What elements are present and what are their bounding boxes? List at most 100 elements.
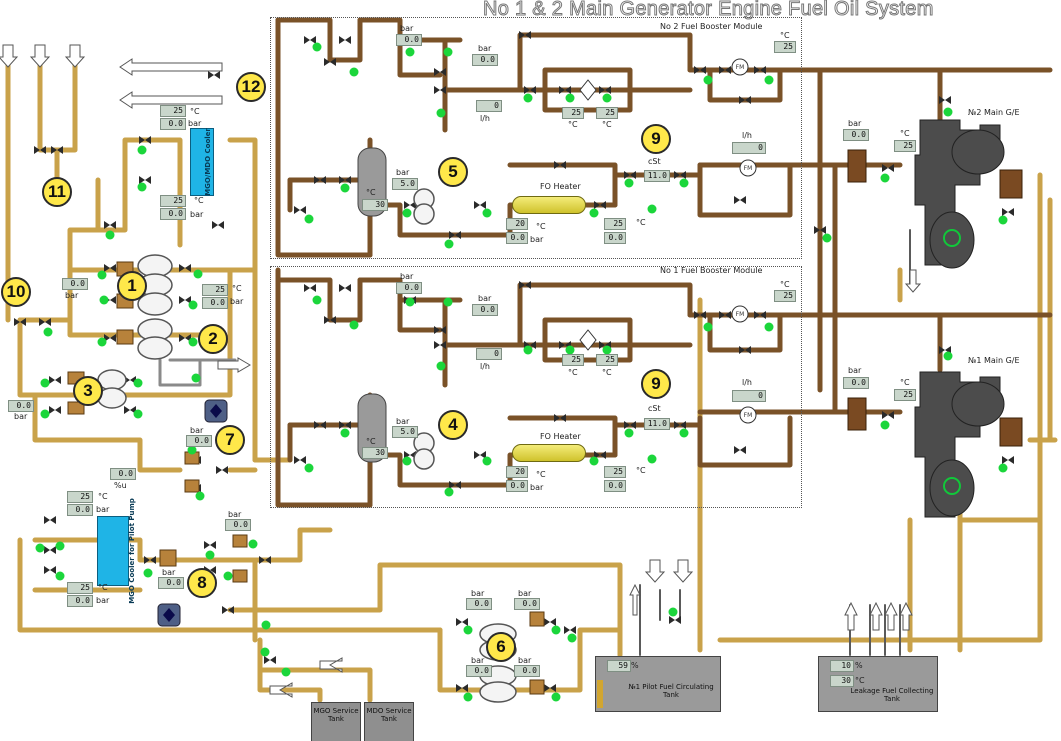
valve-icon[interactable]: [674, 421, 686, 429]
valve-icon[interactable]: [554, 161, 566, 169]
valve-icon[interactable]: [1002, 208, 1014, 216]
valve-icon[interactable]: [314, 421, 326, 429]
valve-icon[interactable]: [559, 86, 571, 94]
valve-icon[interactable]: [14, 318, 26, 326]
valve-icon[interactable]: [564, 626, 576, 634]
valve-icon[interactable]: [49, 376, 61, 384]
valve-icon[interactable]: [324, 58, 336, 66]
valve-icon[interactable]: [754, 311, 766, 319]
valve-icon[interactable]: [544, 684, 556, 692]
valve-icon[interactable]: [434, 341, 446, 349]
valve-icon[interactable]: [208, 71, 220, 79]
status-lamp: [703, 322, 713, 332]
valve-icon[interactable]: [179, 334, 191, 342]
valve-icon[interactable]: [222, 606, 234, 614]
valve-icon[interactable]: [434, 86, 446, 94]
valve-icon[interactable]: [669, 616, 681, 624]
valve-icon[interactable]: [474, 451, 486, 459]
valve-icon[interactable]: [339, 36, 351, 44]
valve-icon[interactable]: [624, 421, 636, 429]
valve-icon[interactable]: [594, 201, 606, 209]
valve-icon[interactable]: [404, 201, 416, 209]
unit-label: °C: [568, 368, 578, 377]
status-lamp: [565, 93, 575, 103]
valve-icon[interactable]: [51, 146, 63, 154]
valve-icon[interactable]: [104, 264, 116, 272]
valve-icon[interactable]: [554, 414, 566, 422]
valve-icon[interactable]: [594, 451, 606, 459]
valve-icon[interactable]: [624, 171, 636, 179]
valve-icon[interactable]: [204, 541, 216, 549]
valve-icon[interactable]: [434, 68, 446, 76]
fo-heater-1[interactable]: [512, 444, 586, 462]
valve-icon[interactable]: [814, 226, 826, 234]
valve-icon[interactable]: [739, 96, 751, 104]
valve-icon[interactable]: [1002, 456, 1014, 464]
mgo-mdo-cooler[interactable]: MGO/MDO Cooler: [190, 128, 214, 196]
valve-icon[interactable]: [139, 176, 151, 184]
valve-icon[interactable]: [599, 86, 611, 94]
valve-icon[interactable]: [124, 406, 136, 414]
valve-icon[interactable]: [434, 326, 446, 334]
unit-label: l/h: [480, 362, 490, 371]
valve-icon[interactable]: [449, 481, 461, 489]
valve-icon[interactable]: [49, 406, 61, 414]
valve-icon[interactable]: [259, 556, 271, 564]
valve-icon[interactable]: [719, 66, 731, 74]
valve-icon[interactable]: [44, 566, 56, 574]
valve-icon[interactable]: [324, 316, 336, 324]
valve-icon[interactable]: [339, 284, 351, 292]
valve-icon[interactable]: [39, 318, 51, 326]
valve-icon[interactable]: [674, 171, 686, 179]
valve-icon[interactable]: [719, 311, 731, 319]
valve-icon[interactable]: [524, 86, 536, 94]
valve-icon[interactable]: [694, 66, 706, 74]
valve-icon[interactable]: [694, 311, 706, 319]
valve-icon[interactable]: [449, 231, 461, 239]
valve-icon[interactable]: [519, 281, 531, 289]
valve-icon[interactable]: [739, 346, 751, 354]
valve-icon[interactable]: [212, 221, 224, 229]
valve-icon[interactable]: [179, 264, 191, 272]
mgo-cooler-pilot-pump[interactable]: MGO Cooler for Pilot Pump: [97, 498, 136, 604]
valve-icon[interactable]: [139, 136, 151, 144]
valve-icon[interactable]: [754, 66, 766, 74]
valve-icon[interactable]: [264, 656, 276, 664]
valve-icon[interactable]: [456, 618, 468, 626]
valve-icon[interactable]: [304, 284, 316, 292]
readout: 0.0: [396, 34, 422, 46]
valve-icon[interactable]: [144, 556, 156, 564]
valve-icon[interactable]: [339, 176, 351, 184]
valve-icon[interactable]: [314, 176, 326, 184]
valve-icon[interactable]: [544, 618, 556, 626]
readout: 0.0: [110, 468, 136, 480]
valve-icon[interactable]: [456, 684, 468, 692]
valve-icon[interactable]: [882, 164, 894, 172]
status-lamp: [349, 67, 359, 77]
mgo-service-tank[interactable]: MGO Service Tank: [311, 702, 361, 741]
valve-icon[interactable]: [179, 296, 191, 304]
valve-icon[interactable]: [124, 376, 136, 384]
page-title: No 1 & 2 Main Generator Engine Fuel Oil …: [483, 0, 934, 21]
valve-icon[interactable]: [882, 411, 894, 419]
valve-icon[interactable]: [294, 456, 306, 464]
valve-icon[interactable]: [519, 31, 531, 39]
valve-icon[interactable]: [104, 221, 116, 229]
readout: 25: [67, 582, 93, 594]
readout: 0.0: [514, 665, 540, 677]
fo-heater-2[interactable]: [512, 196, 586, 214]
valve-icon[interactable]: [216, 466, 228, 474]
valve-icon[interactable]: [44, 546, 56, 554]
valve-icon[interactable]: [34, 146, 46, 154]
valve-icon[interactable]: [734, 446, 746, 454]
valve-icon[interactable]: [474, 201, 486, 209]
mdo-service-tank[interactable]: MDO Service Tank: [364, 702, 414, 741]
valve-icon[interactable]: [734, 196, 746, 204]
valve-icon[interactable]: [294, 206, 306, 214]
valve-icon[interactable]: [304, 36, 316, 44]
unit-label: bar: [478, 44, 492, 53]
valve-icon[interactable]: [104, 334, 116, 342]
valve-icon[interactable]: [339, 421, 351, 429]
valve-icon[interactable]: [44, 516, 56, 524]
valve-icon[interactable]: [939, 96, 951, 104]
